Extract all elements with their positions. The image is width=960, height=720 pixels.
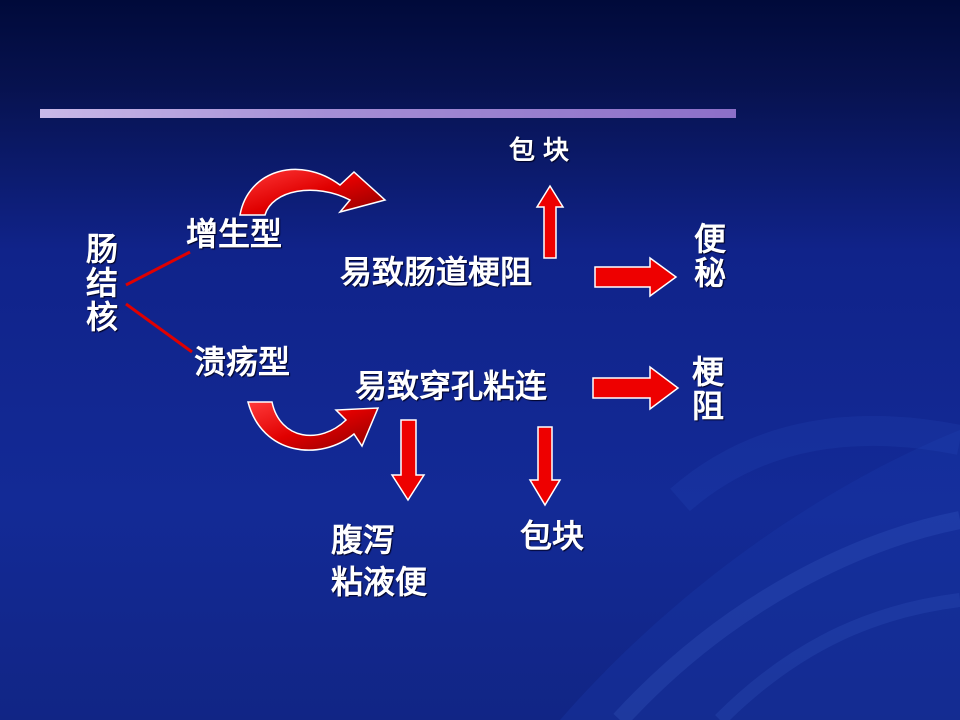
label-obstruction-right: 梗阻	[687, 355, 725, 423]
arrow-up-mass	[535, 184, 565, 259]
label-prone-to-perforation: 易致穿孔粘连	[355, 367, 548, 405]
label-mass-bottom: 包块	[520, 517, 585, 555]
arrow-down-diarrhea	[390, 419, 426, 502]
label-mass-top: 包块	[509, 136, 578, 166]
curved-arrow-ulcerative	[247, 401, 380, 451]
label-ulcerative-type: 溃疡型	[194, 343, 291, 381]
arrow-right-constipation	[594, 256, 678, 298]
branch-line-ulcerative	[125, 302, 193, 354]
arrow-right-obstruction	[592, 365, 680, 411]
arrow-down-mass	[528, 426, 562, 507]
label-constipation: 便秘	[689, 222, 727, 290]
label-diarrhea-mucus-stool: 腹泻 粘液便	[331, 521, 428, 601]
title-divider-bar	[40, 109, 736, 118]
label-hyperplastic-type: 增生型	[186, 215, 283, 253]
branch-line-hyperplastic	[125, 250, 191, 287]
curved-arrow-hyperplastic	[239, 168, 387, 216]
root-label-intestinal-tb: 肠结核	[81, 232, 119, 334]
label-prone-to-obstruction: 易致肠道梗阻	[340, 253, 533, 291]
